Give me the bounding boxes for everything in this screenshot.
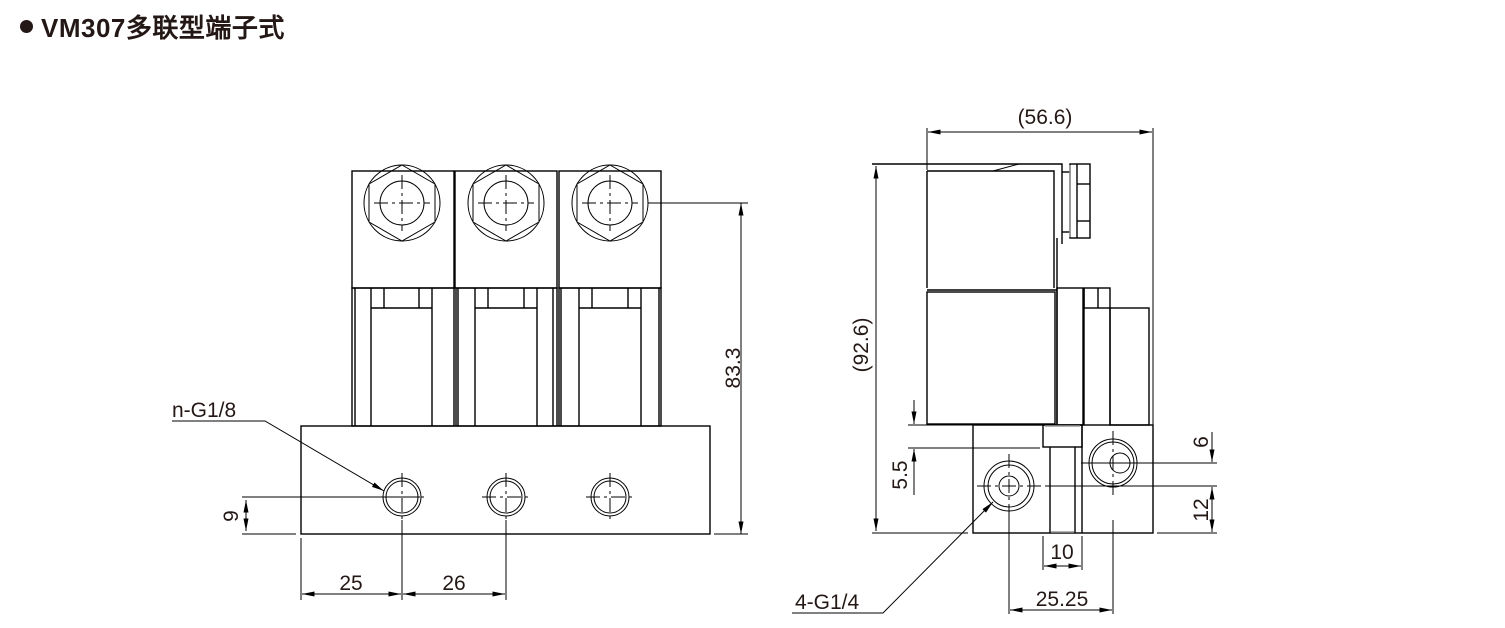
port-callout-side: 4-G1/4 bbox=[795, 591, 860, 614]
title-text: VM307多联型端子式 bbox=[41, 13, 285, 43]
pitch-dimension: 26 bbox=[442, 572, 465, 595]
offset-c-dimension: 12 bbox=[1190, 498, 1213, 521]
terminal-nuts bbox=[363, 164, 649, 242]
height-dimension-side: (92.6) bbox=[850, 318, 873, 373]
front-view bbox=[172, 164, 748, 600]
offset-a-dimension: 5.5 bbox=[889, 460, 912, 489]
port-spacing-dimension: 25.25 bbox=[1036, 588, 1089, 611]
height-dimension: 83.3 bbox=[722, 348, 745, 389]
first-pitch-dimension: 25 bbox=[339, 572, 362, 595]
offset-b-dimension: 6 bbox=[1190, 436, 1213, 448]
slot-width-dimension: 10 bbox=[1050, 541, 1073, 564]
port-offset-dimension: 9 bbox=[220, 510, 243, 522]
page-title: VM307多联型端子式 bbox=[20, 8, 285, 45]
width-dimension: (56.6) bbox=[1018, 106, 1073, 129]
bullet-icon bbox=[20, 20, 33, 33]
port-callout-front: n-G1/8 bbox=[172, 399, 236, 422]
side-view bbox=[792, 128, 1217, 614]
valve-bodies bbox=[351, 287, 662, 427]
